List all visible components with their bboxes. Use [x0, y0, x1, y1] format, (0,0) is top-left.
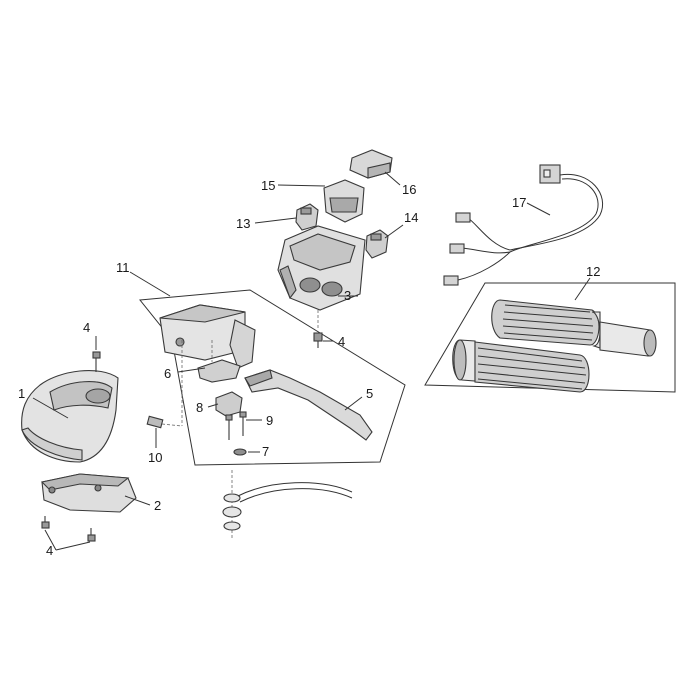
part-1-upper-cover	[21, 369, 119, 463]
part-2-lower-cover	[40, 473, 137, 513]
callout-6: 6	[164, 366, 171, 381]
callout-3: 3	[344, 288, 351, 303]
callout-5: 5	[366, 386, 373, 401]
group-frame-grips	[424, 282, 676, 393]
part-16-switch-cap	[349, 149, 393, 179]
callout-7: 7	[262, 444, 269, 459]
part-12-grip-lower	[452, 339, 590, 393]
callout-16: 16	[402, 182, 416, 197]
part-7-pin	[233, 448, 247, 456]
callout-4-upper-cover: 4	[83, 320, 90, 335]
callout-17: 17	[512, 195, 526, 210]
part-6-clamp	[197, 340, 241, 383]
callout-15: 15	[261, 178, 275, 193]
part-15-switch-block	[323, 179, 365, 223]
part-4-screw-upper-cover	[92, 351, 101, 372]
part-9-bolts	[225, 411, 247, 440]
callout-10: 10	[148, 450, 162, 465]
part-17-wiring-harness	[443, 164, 604, 286]
callout-4-lower-cover: 4	[46, 543, 53, 558]
part-11-master-cylinder	[159, 304, 256, 369]
callout-2: 2	[154, 498, 161, 513]
part-4-screw-housing	[313, 310, 323, 348]
part-14-switch-right	[365, 229, 389, 259]
callout-11: 11	[116, 260, 130, 275]
part-4-screws-lower-cover	[41, 516, 96, 542]
callout-9: 9	[266, 413, 273, 428]
callout-1: 1	[18, 386, 25, 401]
callout-14: 14	[404, 210, 418, 225]
part-13-switch-left	[295, 203, 319, 231]
part-8-pivot-bracket	[215, 391, 243, 417]
callout-8: 8	[196, 400, 203, 415]
part-3-switch-housing	[277, 225, 366, 311]
callout-12: 12	[586, 264, 600, 279]
callout-4-housing: 4	[338, 334, 345, 349]
leader-lines	[32, 171, 591, 551]
hose-fitting	[222, 470, 353, 540]
callout-13: 13	[236, 216, 250, 231]
part-10-switch-pin	[146, 340, 183, 429]
part-5-brake-lever	[244, 369, 373, 441]
part-12-grip-upper	[491, 299, 657, 357]
